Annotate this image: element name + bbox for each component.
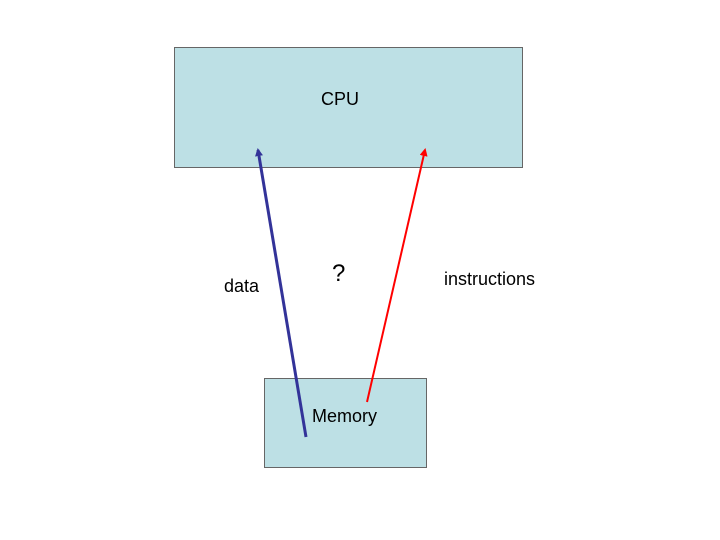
instructions-label: instructions <box>444 269 536 289</box>
data-label: data <box>224 276 260 296</box>
memory-label: Memory <box>312 406 378 426</box>
instructions-arrow <box>366 148 428 403</box>
data-arrow <box>255 148 308 438</box>
memory-box <box>264 378 427 468</box>
question-mark-label: ? <box>332 260 346 287</box>
cpu-label: CPU <box>321 89 360 109</box>
cpu-box <box>174 47 523 168</box>
